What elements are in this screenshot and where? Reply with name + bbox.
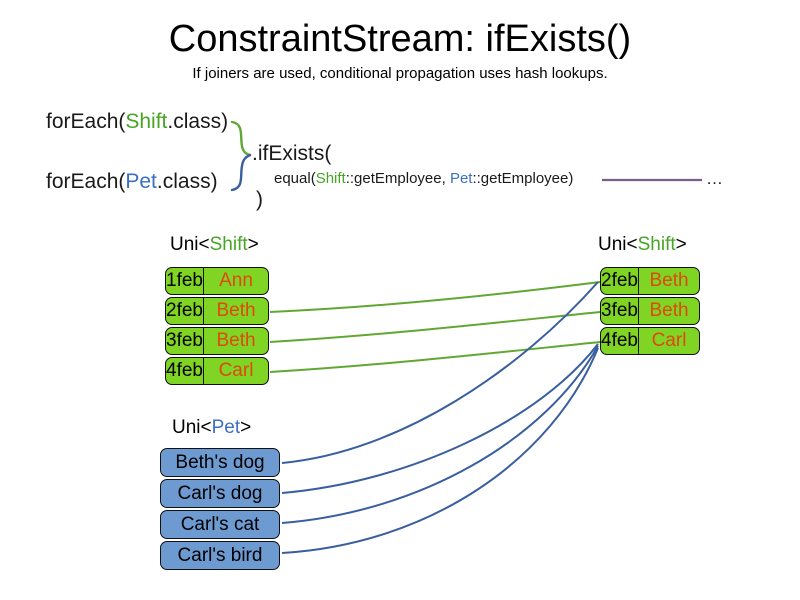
table-row[interactable]: 2feb Beth: [165, 297, 269, 325]
cell-employee: Beth: [216, 300, 256, 321]
wire-pet-carls-dog: [281, 343, 599, 494]
code-equal-prefix: equal(: [274, 170, 316, 187]
code-foreach-shift: forEach(Shift.class): [46, 110, 228, 134]
wire-shift-4feb: [269, 341, 601, 373]
code-equal-pet-method: ::getEmployee): [472, 170, 574, 187]
list-item[interactable]: Carl's cat: [160, 510, 280, 539]
code-equal-shift-type: Shift: [315, 170, 346, 187]
code-equal-joiner: equal(Shift::getEmployee, Pet::getEmploy…: [274, 170, 573, 188]
list-item[interactable]: Carl's dog: [160, 479, 280, 508]
cell-date: 1feb: [166, 268, 204, 294]
label-uni-pet: Uni<Pet>: [172, 417, 251, 439]
cell-pet-name: Beth's dog: [175, 451, 265, 473]
code-foreach-shift-prefix: forEach(: [46, 110, 126, 133]
page-title: ConstraintStream: ifExists(): [168, 18, 632, 60]
brace-upper-green: [230, 120, 252, 157]
table-row[interactable]: 1feb Ann: [165, 267, 269, 295]
cell-employee: Carl: [218, 360, 254, 381]
list-item[interactable]: Carl's bird: [160, 541, 280, 570]
cell-date: 4feb: [166, 358, 204, 384]
table-row[interactable]: 3feb Beth: [600, 297, 700, 325]
wire-shift-3feb: [269, 311, 601, 343]
code-foreach-shift-type: Shift: [125, 110, 168, 133]
wire-pet-carls-bird: [281, 347, 599, 554]
label-uni-shift-left-suffix: >: [247, 234, 259, 255]
label-uni-shift-left-type: Shift: [209, 234, 248, 255]
code-foreach-pet: forEach(Pet.class): [46, 170, 218, 194]
code-close-paren: ): [256, 188, 263, 211]
label-uni-shift-right: Uni<Shift>: [598, 234, 687, 256]
code-foreach-pet-prefix: forEach(: [46, 170, 126, 193]
code-if-exists-open: .ifExists(: [252, 142, 332, 165]
code-foreach-shift-suffix: .class): [167, 110, 229, 133]
page-subtitle: If joiners are used, conditional propaga…: [192, 65, 608, 82]
cell-employee: Ann: [219, 270, 253, 291]
cell-employee: Beth: [649, 270, 689, 291]
code-foreach-pet-suffix: .class): [156, 170, 218, 193]
table-row[interactable]: 4feb Carl: [600, 327, 700, 355]
label-uni-shift-right-prefix: Uni<: [598, 234, 638, 255]
cell-employee: Carl: [651, 330, 687, 351]
label-uni-pet-prefix: Uni<: [172, 417, 212, 438]
wire-pet-beths-dog: [281, 281, 599, 464]
cell-pet-name: Carl's dog: [177, 482, 263, 504]
wire-pet-carls-cat: [281, 345, 599, 524]
wire-shift-2feb: [269, 281, 601, 313]
label-uni-shift-left-prefix: Uni<: [170, 234, 210, 255]
cell-date: 2feb: [601, 268, 639, 294]
code-foreach-pet-type: Pet: [125, 170, 157, 193]
label-uni-pet-type: Pet: [211, 417, 241, 438]
cell-employee: Beth: [216, 330, 256, 351]
code-equal-pet-type: Pet: [449, 170, 473, 187]
table-row[interactable]: 2feb Beth: [600, 267, 700, 295]
cell-date: 3feb: [601, 298, 639, 324]
cell-date: 2feb: [166, 298, 204, 324]
cell-employee: Beth: [649, 300, 689, 321]
ellipsis-label: …: [706, 169, 724, 188]
table-row[interactable]: 4feb Carl: [165, 357, 269, 385]
cell-date: 3feb: [166, 328, 204, 354]
table-row[interactable]: 3feb Beth: [165, 327, 269, 355]
cell-pet-name: Carl's bird: [177, 544, 263, 566]
label-uni-shift-right-suffix: >: [675, 234, 687, 255]
label-uni-pet-suffix: >: [240, 417, 252, 438]
cell-pet-name: Carl's cat: [180, 513, 260, 535]
list-item[interactable]: Beth's dog: [160, 448, 280, 477]
brace-lower-blue: [230, 153, 252, 192]
code-equal-shift-method: ::getEmployee,: [345, 170, 450, 187]
label-uni-shift-right-type: Shift: [637, 234, 676, 255]
label-uni-shift-left: Uni<Shift>: [170, 234, 259, 256]
cell-date: 4feb: [601, 328, 639, 354]
